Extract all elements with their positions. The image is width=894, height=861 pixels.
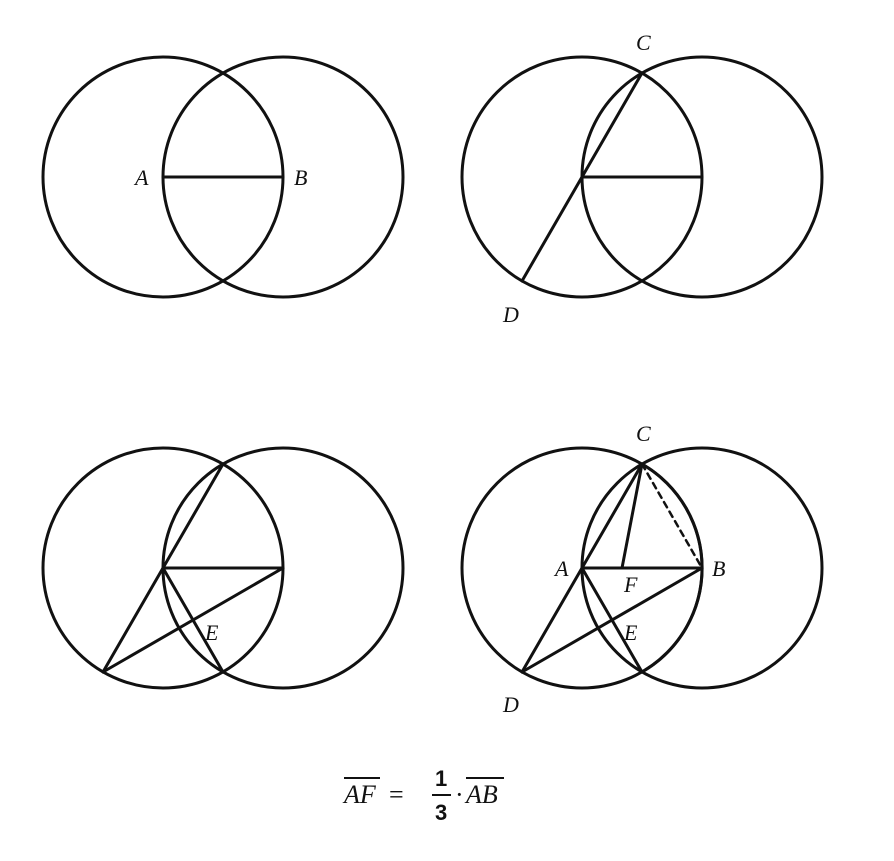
formula-dot: · — [455, 780, 464, 809]
panel-1: A B — [41, 55, 405, 299]
panel-4: C A B F E D — [460, 421, 824, 717]
panel-2: C D — [460, 30, 824, 327]
segment-cd — [520, 71, 644, 283]
label-d: D — [502, 692, 519, 717]
label-e: E — [204, 620, 219, 645]
segment-bd — [520, 566, 704, 674]
label-c: C — [636, 421, 651, 446]
label-a: A — [133, 165, 149, 190]
label-c: C — [636, 30, 651, 55]
formula-equals: = — [389, 780, 404, 809]
panel-3: E — [41, 446, 405, 690]
label-b: B — [294, 165, 307, 190]
segment-cf — [620, 462, 644, 570]
formula-numerator: 1 — [435, 766, 447, 791]
formula: AF = 1 3 · AB — [342, 766, 504, 825]
segment-bd — [101, 566, 285, 674]
label-a: A — [553, 556, 569, 581]
label-f: F — [623, 572, 638, 597]
formula-rhs: AB — [464, 780, 498, 809]
segment-cb-dashed — [640, 462, 704, 570]
formula-denominator: 3 — [435, 800, 447, 825]
label-e: E — [623, 620, 638, 645]
formula-lhs: AF — [342, 780, 377, 809]
label-b: B — [712, 556, 725, 581]
label-d: D — [502, 302, 519, 327]
